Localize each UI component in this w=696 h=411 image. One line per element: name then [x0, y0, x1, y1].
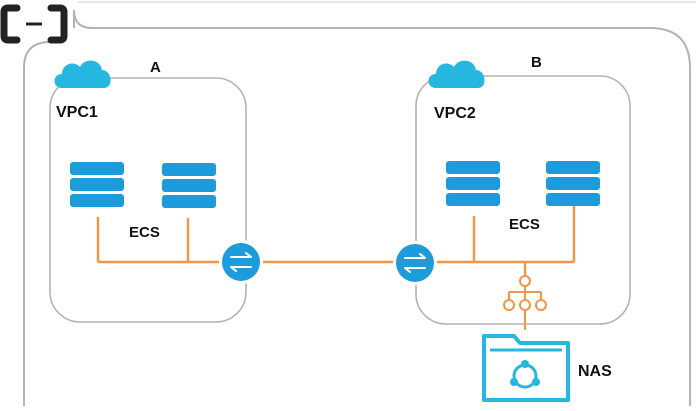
- vpc2-label: VPC2: [434, 105, 476, 122]
- router-icon: [393, 241, 437, 285]
- region-label-a: A: [150, 59, 161, 76]
- router-icon: [219, 240, 263, 284]
- vpc2-box: [415, 75, 631, 325]
- ecs-label: ECS: [509, 216, 540, 233]
- vpc1-box: [49, 77, 247, 323]
- server-icon: [70, 162, 124, 207]
- network-wires: [96, 206, 576, 276]
- cloud-icon: [428, 60, 485, 88]
- vpc1-label: VPC1: [56, 104, 98, 121]
- server-icon: [446, 161, 500, 206]
- ecs-label: ECS: [129, 224, 160, 241]
- cloud-icon: [54, 60, 111, 88]
- server-icon: [162, 163, 216, 208]
- region-label-b: B: [531, 54, 542, 71]
- server-icon: [546, 161, 600, 206]
- network-hub-icon: [503, 275, 547, 330]
- nas-folder-icon: [482, 334, 570, 402]
- aliyun-logo-icon: [0, 4, 68, 44]
- nas-label: NAS: [578, 363, 612, 380]
